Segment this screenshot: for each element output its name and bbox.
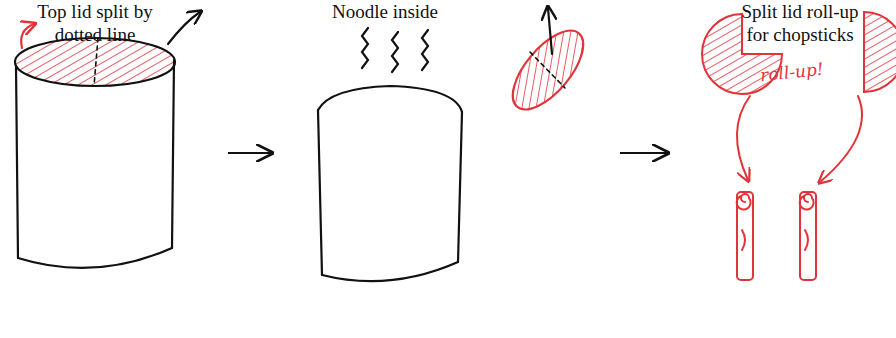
- illustration-panel: Split lid roll-up for chopsticks: [668, 0, 896, 338]
- panel-caption: Split lid roll-up for chopsticks: [730, 0, 870, 46]
- open-cup-with-steam: [318, 8, 596, 281]
- illustration-panel: Noodle inside: [272, 0, 620, 338]
- rolled-lid-chopsticks: [702, 12, 896, 280]
- illustration-panel: Top lid split by dotted line: [0, 0, 228, 338]
- cup-with-lid: [15, 12, 200, 268]
- panel-caption: Top lid split by dotted line: [20, 0, 170, 46]
- panel-caption: Noodle inside: [285, 0, 485, 23]
- flow-arrow: [228, 152, 272, 154]
- flow-arrow: [620, 152, 668, 154]
